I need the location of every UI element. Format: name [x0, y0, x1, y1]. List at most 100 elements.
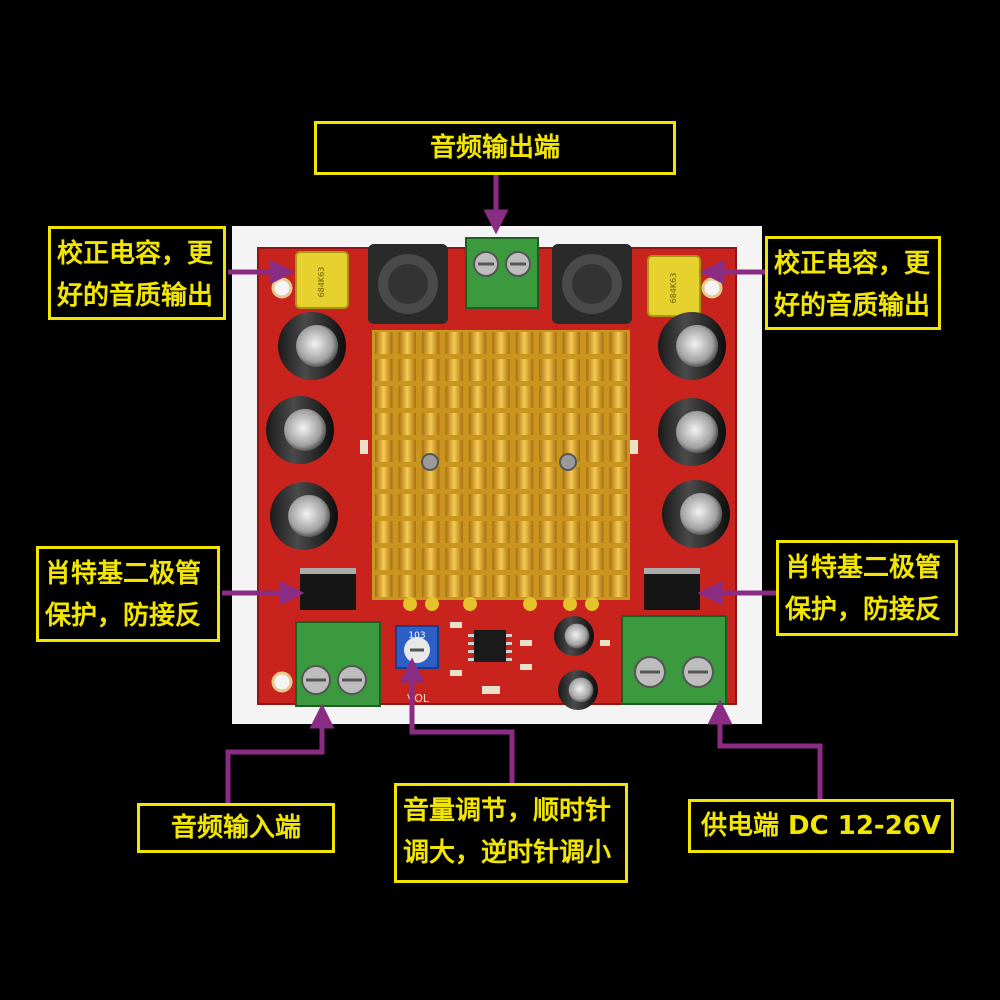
heatsink-fin — [492, 440, 510, 462]
heatsink-fin — [375, 332, 393, 354]
heatsink-fin — [398, 440, 416, 462]
heatsink-fin — [375, 548, 393, 570]
label-power: 供电端 DC 12-26V — [688, 799, 954, 853]
cap-top — [676, 324, 719, 368]
mount-hole — [271, 671, 293, 693]
heatsink-screw — [421, 453, 439, 471]
heatsink-fin — [586, 467, 604, 489]
power-terminal — [621, 615, 727, 705]
heatsink-fin — [492, 359, 510, 381]
heatsink-fin — [375, 467, 393, 489]
heatsink-fin — [562, 521, 581, 543]
heatsink-fin — [468, 386, 487, 408]
heatsink-fin — [398, 494, 416, 516]
heatsink-fin — [539, 386, 557, 408]
heatsink-fin — [398, 548, 416, 570]
heatsink-fin — [562, 575, 581, 597]
heatsink-fin — [445, 467, 463, 489]
heatsink-fin — [398, 386, 416, 408]
heatsink-fin — [398, 332, 416, 354]
heatsink-fin — [562, 332, 581, 354]
arrow-volume — [399, 657, 515, 784]
heatsink-fin — [468, 440, 487, 462]
heatsink-fin — [609, 359, 627, 381]
heatsink-fin — [515, 494, 534, 516]
heatsink-fin — [445, 413, 463, 435]
heatsink-fin — [539, 548, 557, 570]
arrow-audio-input — [225, 703, 335, 805]
cap-top — [288, 494, 331, 538]
heatsink-fin — [492, 467, 510, 489]
heatsink-fin — [398, 521, 416, 543]
heatsink-fin — [586, 440, 604, 462]
label-audio-output: 音频输出端 — [314, 121, 676, 175]
heatsink-fin — [586, 359, 604, 381]
arrow-power — [707, 699, 823, 800]
heatsink-fin — [375, 575, 393, 597]
heatsink-fin — [421, 413, 440, 435]
heatsink-fin — [515, 521, 534, 543]
heatsink-fin — [562, 467, 581, 489]
heatsink-fin — [609, 575, 627, 597]
heatsink-fin — [375, 521, 393, 543]
ceramic-caps — [403, 597, 599, 611]
heatsink-fin — [468, 521, 487, 543]
heatsink-fin — [445, 386, 463, 408]
heatsink-fin — [609, 467, 627, 489]
heatsink-fin — [586, 386, 604, 408]
smd-parts — [360, 440, 638, 694]
heatsink-fin — [468, 359, 487, 381]
heatsink-fin — [609, 494, 627, 516]
heatsink — [372, 330, 630, 600]
diode-right — [644, 568, 700, 610]
heatsink-fin — [515, 467, 534, 489]
label-volume: 音量调节，顺时针调大，逆时针调小 — [394, 783, 628, 883]
heatsink-fin — [515, 332, 534, 354]
heatsink-fin — [445, 359, 463, 381]
heatsink-fin — [398, 467, 416, 489]
cap-code-right: 684K63 — [669, 273, 678, 304]
heatsink-fin — [375, 413, 393, 435]
heatsink-fin — [421, 494, 440, 516]
heatsink-fin — [468, 467, 487, 489]
inductor-left — [368, 244, 448, 324]
heatsink-fin — [492, 386, 510, 408]
heatsink-fin — [468, 575, 487, 597]
heatsink-fin — [609, 332, 627, 354]
heatsink-fin — [586, 521, 604, 543]
heatsink-fin — [375, 440, 393, 462]
heatsink-fin — [421, 521, 440, 543]
heatsink-fin — [445, 548, 463, 570]
heatsink-fin — [421, 386, 440, 408]
heatsink-fin — [609, 386, 627, 408]
heatsink-fin — [492, 494, 510, 516]
heatsink-fin — [398, 413, 416, 435]
label-cap-left: 校正电容，更好的音质输出 — [48, 226, 226, 320]
heatsink-fin — [421, 575, 440, 597]
ic-chip — [468, 630, 512, 662]
heatsink-fin — [586, 413, 604, 435]
heatsink-fin — [609, 521, 627, 543]
heatsink-fin — [445, 332, 463, 354]
heatsink-fin — [539, 359, 557, 381]
heatsink-fin — [421, 467, 440, 489]
cap-top — [296, 324, 339, 368]
heatsink-fin — [515, 413, 534, 435]
heatsink-fin — [492, 521, 510, 543]
label-audio-input: 音频输入端 — [137, 803, 335, 853]
inductor-right — [552, 244, 632, 324]
heatsink-fin — [445, 440, 463, 462]
heatsink-fin — [562, 494, 581, 516]
heatsink-fin — [445, 494, 463, 516]
heatsink-fin — [468, 413, 487, 435]
heatsink-fin — [562, 359, 581, 381]
heatsink-fin — [375, 359, 393, 381]
heatsink-fin — [586, 548, 604, 570]
input-terminal — [295, 621, 381, 707]
film-cap-left: 684K63 — [295, 251, 349, 309]
pot-code: 103 — [408, 631, 425, 641]
heatsink-fin — [468, 548, 487, 570]
